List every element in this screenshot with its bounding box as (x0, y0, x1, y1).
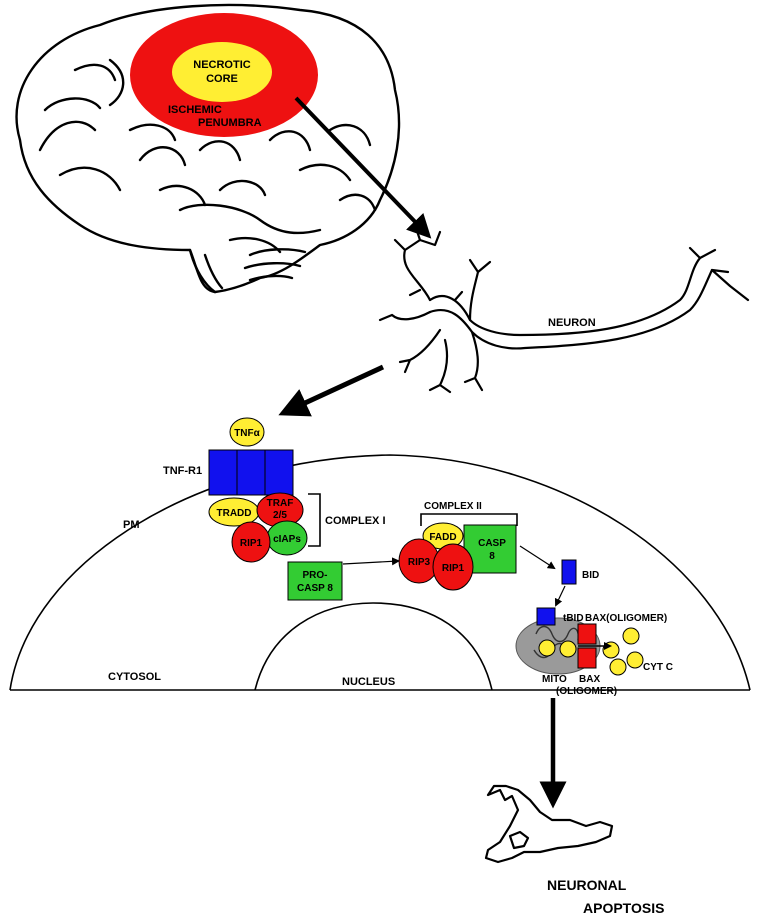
bid-label: BID (582, 570, 599, 581)
traf-label-1: TRAF (267, 498, 294, 509)
tbid-label: tBID (563, 613, 584, 624)
tnf-r1-label: TNF-R1 (163, 465, 202, 477)
bid-protein (561, 559, 577, 585)
bax-bottom-label-1: BAX (579, 674, 600, 685)
apoptosis-label-2: APOPTOSIS (583, 900, 664, 916)
cyt-c-molecule (559, 640, 577, 658)
pro-casp8-label-1: PRO- (303, 570, 328, 581)
bax-oligomer-top-label: BAX(OLIGOMER) (585, 613, 667, 624)
necrotic-core-label-1: NECROTIC (193, 59, 251, 71)
complex-1-bracket (308, 493, 321, 547)
pro-casp8-box (287, 561, 343, 601)
arrow-brain-to-neuron (294, 96, 432, 239)
arrow-bid-to-tbid (554, 585, 566, 607)
fadd-label: FADD (429, 532, 456, 543)
ciaps-label: cIAPs (273, 534, 301, 545)
arrow-complex-2-to-bid (519, 545, 556, 570)
brain-illustration (15, 3, 401, 294)
casp8-label-2: 8 (489, 551, 495, 562)
cyt-c-molecule (626, 651, 644, 669)
plasma-membrane (9, 454, 751, 691)
complex-1-label: COMPLEX I (325, 515, 386, 527)
tnf-r1-receptor-segment (236, 449, 266, 496)
tnf-alpha-label: TNFα (234, 428, 260, 439)
tnf-r1-receptor-segment (208, 449, 238, 496)
apoptotic-neuron-illustration (484, 784, 614, 864)
tbid-protein (536, 607, 556, 626)
ischemic-penumbra-label-1: ISCHEMIC (168, 104, 222, 116)
cyt-c-label: CYT C (643, 662, 673, 673)
pm-label: PM (123, 519, 140, 531)
rip1-label-complex-2: RIP1 (442, 563, 465, 574)
cyt-c-molecule (622, 627, 640, 645)
rip1-label-complex-1: RIP1 (240, 538, 263, 549)
tnf-alpha-ligand (229, 417, 265, 447)
neuron-illustration (378, 223, 750, 394)
tradd-label: TRADD (217, 508, 252, 519)
ischemic-penumbra-label-2: PENUMBRA (198, 117, 262, 129)
bax-oligomer-bottom (577, 647, 597, 669)
arrow-neuron-to-cell (278, 364, 385, 417)
nucleus-label: NUCLEUS (342, 676, 395, 688)
pro-casp8-label-2: CASP 8 (297, 583, 333, 594)
cyt-c-molecule (609, 658, 627, 676)
neuron-label: NEURON (548, 317, 596, 329)
necrotic-core (172, 42, 272, 102)
rip1-protein-complex-1 (231, 521, 271, 563)
rip3-label: RIP3 (408, 557, 431, 568)
bax-oligomer-top (577, 623, 597, 645)
complex-2-bracket (420, 513, 518, 526)
cytosol-label: CYTOSOL (108, 671, 161, 683)
cyt-c-molecule (538, 639, 556, 657)
complex-2-label: COMPLEX II (424, 501, 482, 512)
nucleus (254, 602, 493, 691)
cyt-c-molecule (602, 641, 620, 659)
mito-label: MITO (542, 674, 567, 685)
tnf-r1-receptor-segment (264, 449, 294, 496)
arrow-procasp-to-complex-2 (342, 557, 400, 566)
casp8-protein (463, 524, 517, 574)
apoptosis-label-1: NEURONAL (547, 877, 627, 893)
bax-bottom-label-2: (OLIGOMER) (556, 686, 617, 697)
rip1-protein-complex-2 (432, 543, 474, 591)
necrotic-core-label-2: CORE (206, 73, 238, 85)
casp8-label-1: CASP (478, 538, 506, 549)
traf-label-2: 2/5 (273, 510, 287, 521)
